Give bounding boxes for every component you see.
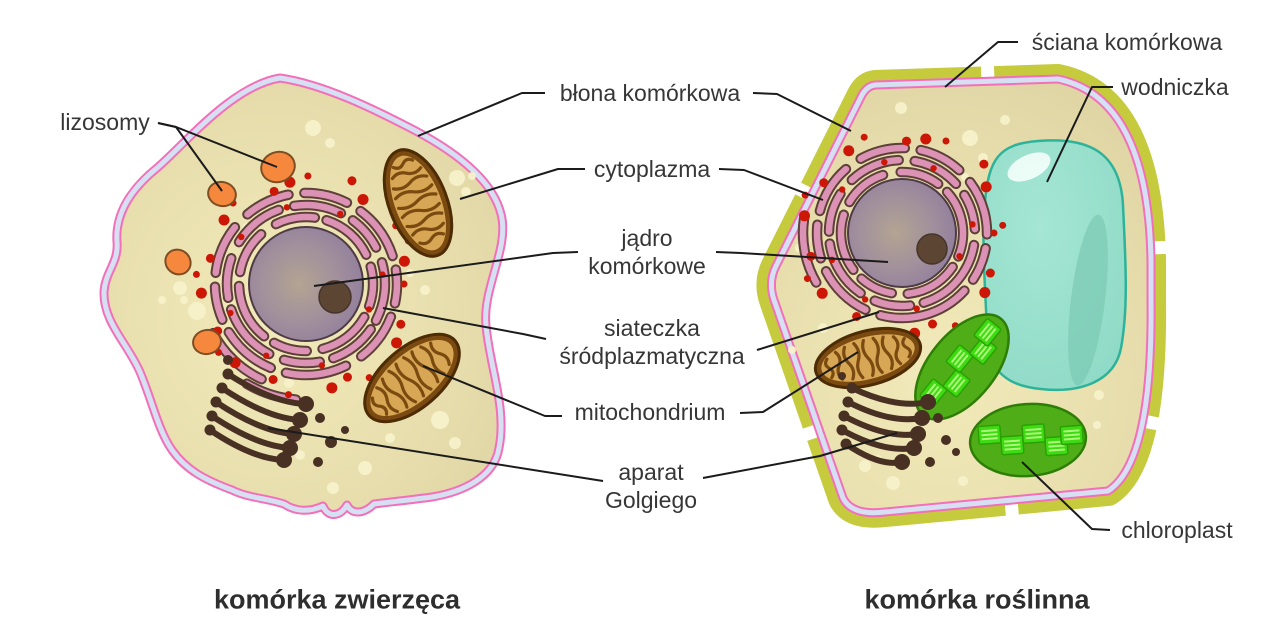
caption-plant-cell: komórka roślinna: [864, 584, 1090, 615]
line-cytoplasm-animal: [459, 168, 585, 200]
label-er: siateczka śródplazmatyczna: [559, 314, 744, 370]
vacuole-shading: [1068, 214, 1108, 386]
label-mitochondrion: mitochondrium: [574, 398, 726, 425]
plant-membrane-gap-band: [768, 76, 1154, 516]
label-er-line2: śródplazmatyczna: [559, 343, 745, 369]
plant-chloroplasts: [914, 313, 1088, 478]
label-nucleus-line2: komórkowe: [588, 253, 706, 279]
line-chloroplast: [1021, 461, 1111, 531]
plant-cell: [756, 63, 1169, 528]
label-er-line1: siateczka: [604, 314, 700, 341]
label-golgi-line2: Golgiego: [604, 487, 698, 513]
label-nucleus: jądro komórkowe: [588, 224, 706, 280]
line-er-plant: [756, 311, 880, 351]
line-mitochondrion-animal: [422, 365, 562, 417]
label-vacuole: wodniczka: [1121, 73, 1229, 100]
vacuole-highlight: [1007, 152, 1051, 182]
animal-nucleus: [248, 226, 364, 342]
animal-cell: [99, 73, 508, 519]
animal-cytoplasm-vesicles: [158, 120, 476, 494]
label-cell-membrane: błona komórkowa: [559, 79, 741, 106]
line-nucleus-plant: [715, 251, 889, 263]
label-chloroplast: chloroplast: [1121, 516, 1233, 543]
label-cytoplasm: cytoplazma: [593, 155, 711, 182]
label-nucleus-line1: jądro: [621, 224, 673, 251]
animal-endoplasmic-reticulum: [184, 162, 428, 406]
plant-vacuole: [982, 139, 1128, 392]
plant-mitochondrion: [813, 326, 923, 390]
animal-membrane-gap-band: [101, 75, 506, 517]
label-golgi-line1: aparat: [618, 458, 684, 485]
line-cell-wall: [944, 41, 1018, 88]
line-membrane-plant: [752, 92, 852, 132]
line-membrane-animal: [417, 92, 545, 137]
line-er-animal: [382, 307, 547, 340]
animal-golgi-apparatus: [204, 355, 349, 468]
label-lysosomes: lizosomy: [60, 108, 150, 135]
line-mitochondrion-plant: [739, 351, 859, 414]
animal-mitochondria: [363, 148, 461, 424]
line-vacuole: [1046, 86, 1113, 183]
leader-lines: [157, 41, 1113, 531]
caption-animal-cell: komórka zwierzęca: [213, 584, 461, 615]
line-golgi-animal: [267, 427, 604, 482]
line-cytoplasm-plant: [718, 168, 824, 201]
label-golgi: aparat Golgiego: [605, 458, 697, 514]
animal-lysosomes: [164, 150, 296, 356]
line-nucleus-animal: [313, 251, 579, 287]
line-lysosomes-b: [157, 122, 223, 192]
plant-nucleus: [847, 178, 957, 288]
line-golgi-plant: [702, 432, 898, 479]
label-cell-wall: ściana komórkowa: [1031, 28, 1223, 55]
